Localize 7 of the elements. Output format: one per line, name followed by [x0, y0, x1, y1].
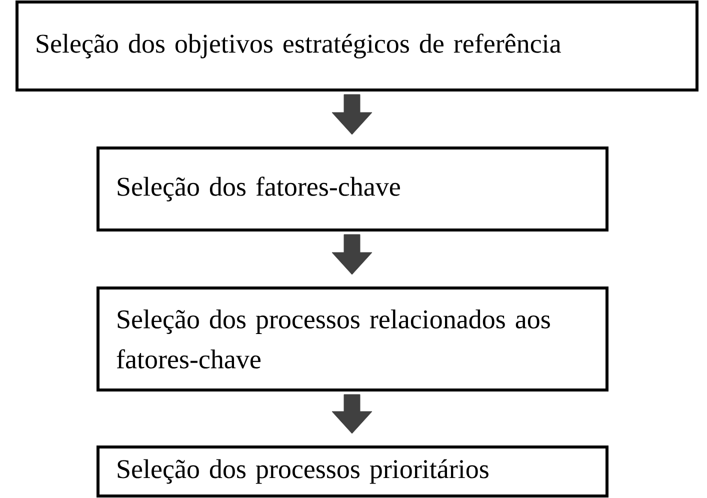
- process-box: Seleção dos processos relacionados aos fatores-chave: [96, 286, 608, 392]
- process-box: Seleção dos processos prioritários: [96, 446, 608, 498]
- process-box: Seleção dos fatores-chave: [96, 146, 608, 232]
- arrow: [332, 94, 372, 135]
- arrow: [332, 394, 372, 434]
- arrow: [332, 234, 372, 275]
- process-box: Seleção dos objetivos estratégicos de referência: [16, 0, 698, 92]
